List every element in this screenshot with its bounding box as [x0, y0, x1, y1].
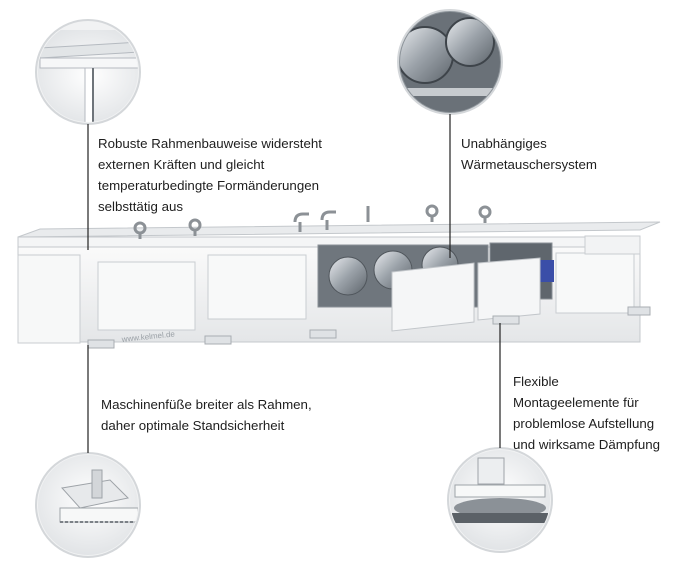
- counter-top: [17, 221, 661, 238]
- annotation-heat-exchanger: Unabhängiges Wärmetauschersystem: [461, 133, 597, 175]
- end-block-left: [17, 254, 81, 344]
- fittings: [133, 204, 492, 239]
- removed-door: [391, 262, 475, 332]
- detail-circle-heat-exchanger: [397, 9, 503, 115]
- annotation-line: Unabhängiges: [461, 136, 547, 151]
- removed-door: [477, 257, 541, 321]
- annotation-line: temperaturbedingte Formänderungen: [98, 178, 320, 193]
- annotation-line: selbsttätig aus: [98, 199, 184, 214]
- annotation-feet: Maschinenfüße breiter als Rahmen, daher …: [101, 394, 312, 436]
- annotation-line: und wirksame Dämpfung: [513, 437, 661, 452]
- annotation-line: Maschinenfüße breiter als Rahmen,: [101, 397, 312, 412]
- detail-circle-feet: [35, 452, 141, 558]
- door-panel: [555, 252, 635, 314]
- machine-body: www.kelmel.de: [17, 204, 661, 349]
- annotation-line: Robuste Rahmenbauweise widersteht: [98, 136, 322, 151]
- annotation-line: daher optimale Standsicherheit: [101, 418, 285, 433]
- heat-exchanger-drum: [328, 256, 368, 296]
- detail-circle-frame: [35, 19, 141, 125]
- annotation-line: externen Kräften und gleicht: [98, 157, 265, 172]
- door-panel: [207, 254, 307, 320]
- door-panel: [97, 261, 196, 331]
- annotation-line: Flexible: [513, 374, 559, 389]
- annotation-line: problemlose Aufstellung: [513, 416, 655, 431]
- detail-circle-mounting: [447, 447, 553, 553]
- leader-lines: [87, 114, 501, 453]
- annotation-mounting: Flexible Montageelemente für problemlose…: [513, 371, 660, 455]
- annotation-line: Montageelemente für: [513, 395, 639, 410]
- annotation-frame: Robuste Rahmenbauweise widersteht extern…: [98, 133, 322, 217]
- end-block-right: [584, 235, 641, 255]
- machine-feet: [87, 306, 651, 349]
- annotation-line: Wärmetauschersystem: [461, 157, 597, 172]
